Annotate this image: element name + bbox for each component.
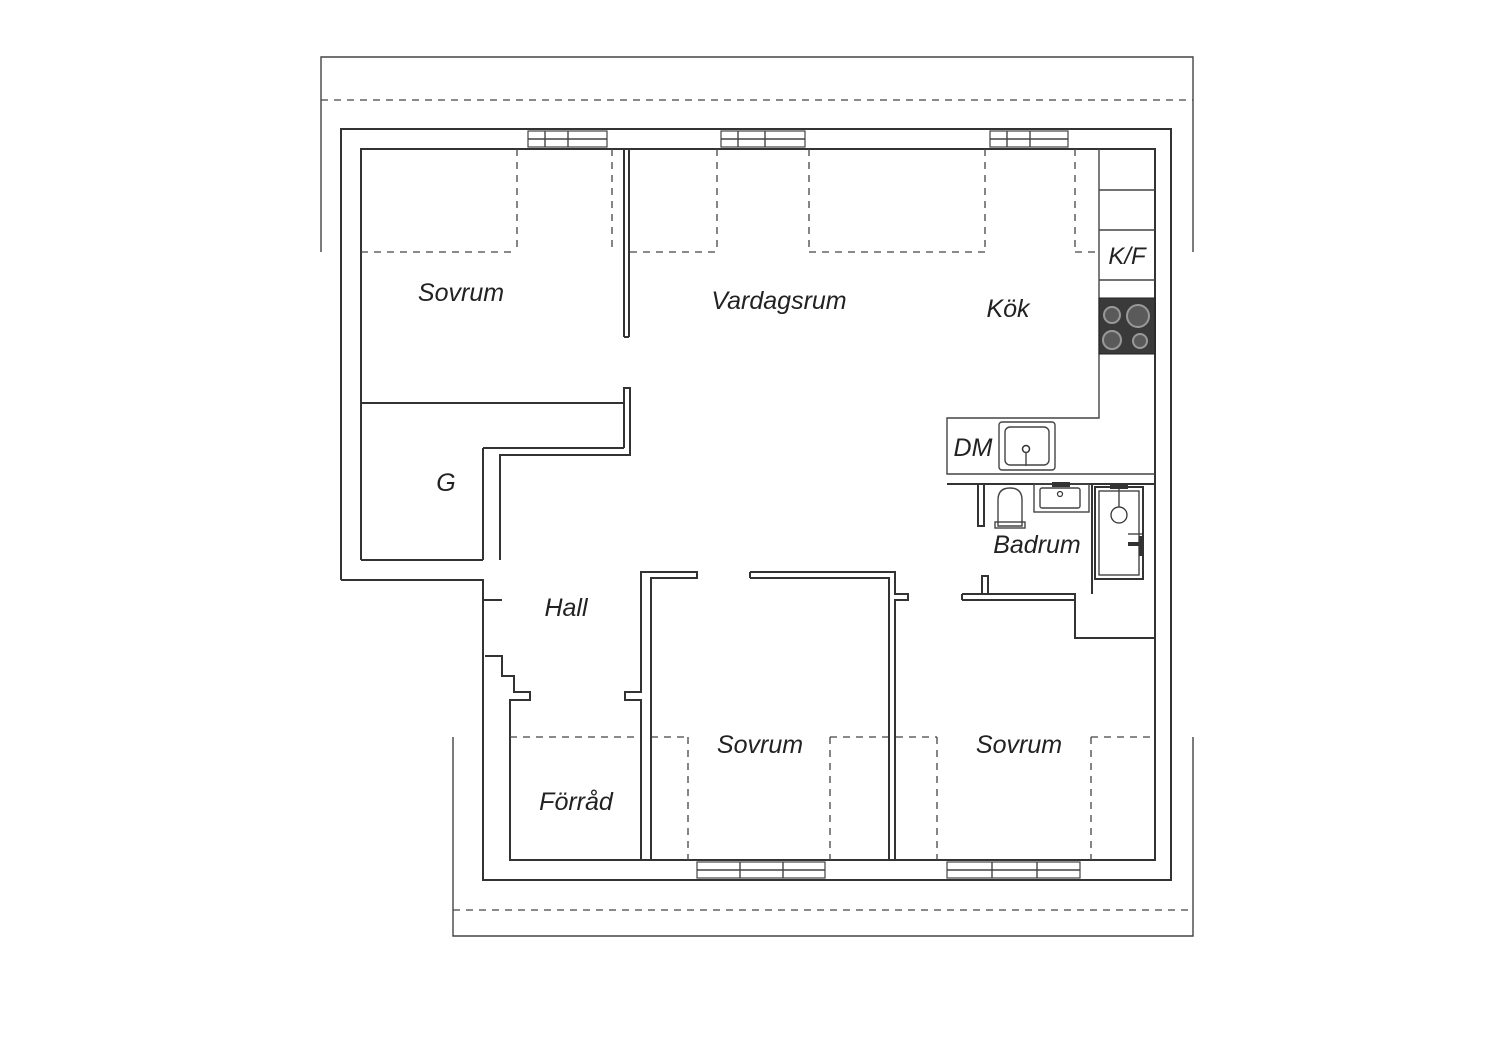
ceiling-slope-top: [361, 149, 1099, 253]
window-top-3: [989, 130, 1069, 148]
room-label-sovrum-middle: Sovrum: [717, 731, 803, 759]
room-label-hall: Hall: [544, 594, 589, 622]
bathroom-sink-icon: [1033, 482, 1090, 513]
shower-icon: [1094, 483, 1144, 580]
sink-icon: [998, 421, 1056, 471]
room-label-sovrum-top: Sovrum: [418, 279, 504, 307]
window-bottom-2: [946, 861, 1081, 879]
room-label-badrum: Badrum: [993, 531, 1081, 559]
room-label-forrad: Förråd: [539, 788, 614, 816]
room-label-sovrum-right: Sovrum: [976, 731, 1062, 759]
ceiling-slope-bottom: [510, 736, 1155, 860]
stove-icon: [1098, 297, 1156, 355]
toilet-icon: [994, 487, 1026, 529]
window-top-1: [527, 130, 608, 148]
room-label-kok: Kök: [986, 295, 1031, 323]
room-label-g: G: [436, 469, 455, 497]
window-bottom-1: [696, 861, 826, 879]
outer-wall: [340, 128, 1172, 881]
roof-outline-top: [320, 56, 1194, 252]
room-label-dm: DM: [954, 434, 993, 462]
room-label-vardagsrum: Vardagsrum: [711, 287, 846, 315]
room-label-kf: K/F: [1108, 243, 1147, 270]
window-top-2: [720, 130, 806, 148]
roof-outline-bottom: [452, 737, 1194, 937]
